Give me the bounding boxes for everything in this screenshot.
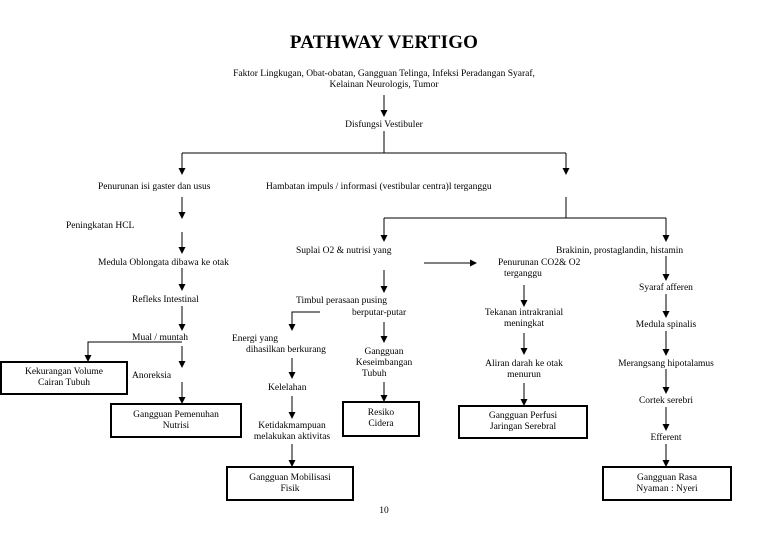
- node-anoreksia: Anoreksia: [132, 371, 172, 381]
- diagnosis-kekurangan-line2: Cairan Tubuh: [37, 378, 90, 388]
- node-timbul-pusing-line2: berputar-putar: [352, 308, 407, 318]
- diagnosis-mobilisasi-line1: Gangguan Mobilisasi: [249, 472, 331, 483]
- node-penurunan-gaster: Penurunan isi gaster dan usus: [98, 182, 211, 192]
- node-merangsang-hipotalamus: Merangsang hipotalamus: [618, 359, 714, 369]
- node-energi: Energi yang dihasilkan berkurang: [232, 334, 326, 356]
- node-gangguan-keseimbangan-line3: Tubuh: [362, 369, 387, 379]
- node-ketidakmampuan: Ketidakmampuan melakukan aktivitas: [232, 421, 352, 443]
- node-tekanan-line1: Tekanan intrakranial: [484, 308, 564, 318]
- diagnosis-nutrisi-line2: Nutrisi: [162, 420, 190, 431]
- diagnosis-resiko-line1: Resiko: [367, 408, 395, 418]
- node-penurunan-co2-line2: terganggu: [504, 269, 542, 279]
- node-energi-line2: dihasilkan berkurang: [246, 345, 326, 355]
- page-title: PATHWAY VERTIGO: [289, 32, 479, 53]
- node-aliran-line1: Aliran darah ke otak: [485, 359, 563, 369]
- node-cause: Faktor Lingkugan, Obat-obatan, Gangguan …: [184, 69, 584, 91]
- node-gangguan-keseimbangan-line1: Gangguan: [364, 347, 404, 357]
- node-disfungsi-vestibuler: Disfungsi Vestibuler: [345, 120, 423, 130]
- diagnosis-kekurangan-volume-cairan: Kekurangan Volume Cairan Tubuh: [0, 361, 128, 395]
- node-ketidakmampuan-line2: melakukan aktivitas: [253, 432, 331, 442]
- node-tekanan-intrakranial: Tekanan intrakranial meningkat: [462, 308, 586, 330]
- node-medula-oblongata: Medula Oblongata dibawa ke otak: [98, 258, 229, 268]
- node-efferent: Efferent: [650, 433, 682, 443]
- diagnosis-nyeri-line2: Nyaman : Nyeri: [636, 483, 698, 494]
- diagnosis-gangguan-mobilisasi-fisik: Gangguan Mobilisasi Fisik: [226, 466, 354, 501]
- node-gangguan-keseimbangan-line2: Keseimbangan: [355, 358, 413, 368]
- node-suplai-o2: Suplai O2 & nutrisi yang: [296, 246, 392, 256]
- node-kelelahan: Kelelahan: [268, 383, 307, 393]
- node-timbul-pusing-line1: Timbul perasaan pusing: [296, 296, 387, 306]
- diagnosis-gangguan-perfusi-serebral: Gangguan Perfusi Jaringan Serebral: [458, 405, 588, 439]
- arrow-mual-to-kekurangan: [84, 341, 182, 362]
- node-medula-spinalis: Medula spinalis: [635, 320, 697, 330]
- diagnosis-resiko-line2: Cidera: [368, 419, 394, 429]
- diagnosis-resiko-cidera: Resiko Cidera: [342, 401, 420, 437]
- page-number: 10: [379, 506, 389, 516]
- node-peningkatan-hcl: Peningkatan HCL: [66, 221, 135, 231]
- node-brakinin: Brakinin, prostaglandin, histamin: [556, 246, 684, 256]
- node-tekanan-line2: meningkat: [503, 319, 545, 329]
- node-mual-muntah: Mual / muntah: [132, 333, 188, 343]
- node-cause-line2: Kelainan Neurologis, Tumor: [329, 80, 439, 90]
- node-ketidakmampuan-line1: Ketidakmampuan: [258, 421, 326, 431]
- node-hambatan-impuls: Hambatan impuls / informasi (vestibular …: [266, 182, 492, 192]
- node-syaraf-afferen: Syaraf afferen: [639, 283, 693, 293]
- node-cause-line1: Faktor Lingkugan, Obat-obatan, Gangguan …: [233, 69, 535, 79]
- node-aliran-darah: Aliran darah ke otak menurun: [462, 359, 586, 381]
- node-cortek-serebri: Cortek serebri: [638, 396, 694, 406]
- node-penurunan-co2: Penurunan CO2& O2 terganggu: [498, 258, 580, 280]
- diagnosis-gangguan-pemenuhan-nutrisi: Gangguan Pemenuhan Nutrisi: [110, 403, 242, 438]
- diagnosis-perfusi-line2: Jaringan Serebral: [489, 422, 557, 432]
- diagnosis-nutrisi-line1: Gangguan Pemenuhan: [133, 409, 219, 420]
- node-gangguan-keseimbangan: Gangguan Keseimbangan Tubuh: [344, 347, 424, 380]
- node-penurunan-co2-line1: Penurunan CO2& O2: [498, 258, 581, 268]
- node-refleks-intestinal: Refleks Intestinal: [132, 295, 199, 305]
- diagnosis-nyeri-line1: Gangguan Rasa: [637, 472, 697, 483]
- diagnosis-mobilisasi-line2: Fisik: [280, 483, 300, 494]
- node-energi-line1: Energi yang: [232, 334, 278, 344]
- diagnosis-gangguan-rasa-nyaman-nyeri: Gangguan Rasa Nyaman : Nyeri: [602, 466, 732, 501]
- node-aliran-line2: menurun: [507, 370, 541, 380]
- diagnosis-kekurangan-line1: Kekurangan Volume: [24, 367, 103, 377]
- diagnosis-perfusi-line1: Gangguan Perfusi: [488, 411, 558, 421]
- arrow-timbul-to-energi: [288, 311, 320, 331]
